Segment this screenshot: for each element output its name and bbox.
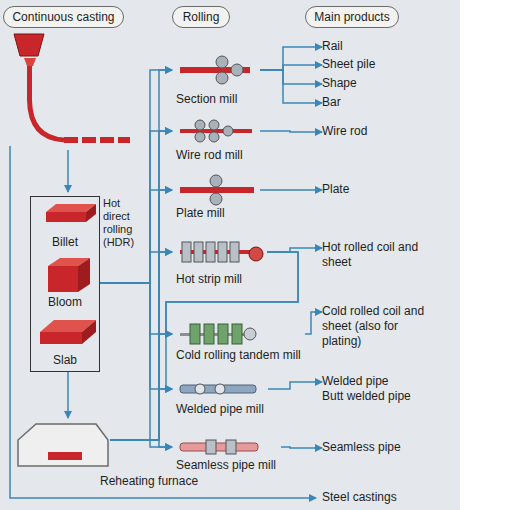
rolling-mill: Cold rolling tandem mill	[172, 318, 305, 362]
node-label: Steel castings	[322, 490, 422, 505]
flow-connector	[110, 334, 172, 440]
product: Bar	[322, 95, 412, 110]
process-note: Hot direct rolling (HDR)	[103, 197, 143, 249]
flow-connector	[110, 70, 172, 440]
product: Plate	[322, 182, 412, 197]
flow-connector	[260, 189, 322, 191]
node-label: Reheating furnace	[100, 474, 198, 488]
wire-rod-mill	[180, 120, 252, 142]
flow-connector	[100, 131, 172, 283]
flow-connector	[260, 70, 322, 84]
node-label: Cold rolling tandem mill	[176, 348, 301, 362]
flow-connector	[166, 252, 298, 334]
semi-product-box: Hot direct rolling (HDR)BilletBloomSlab	[30, 196, 100, 372]
node-label: Hot strip mill	[176, 272, 242, 286]
node-label: Bloom	[48, 295, 82, 309]
node-label: Hot rolled coil and sheet	[322, 240, 422, 270]
caster	[10, 34, 316, 498]
node-label: Wire rod mill	[176, 148, 243, 162]
node-label: Welded pipe	[322, 374, 440, 389]
flow-connector	[281, 447, 322, 448]
section-mill	[180, 56, 250, 84]
flow-connector	[260, 47, 322, 70]
header-pill: Main products	[305, 6, 399, 28]
node-label: Plate mill	[176, 206, 225, 220]
header-pill: Rolling	[172, 6, 230, 28]
rolling-mill: Wire rod mill	[172, 120, 260, 162]
welded-pipe-mill	[180, 384, 256, 394]
flow-connector	[100, 283, 172, 447]
node-label: Wire rod	[322, 124, 412, 139]
product: Sheet pile	[322, 57, 412, 72]
semi-product: Slab	[33, 315, 97, 367]
node-label: Bar	[322, 95, 412, 110]
node-label: Sheet pile	[322, 57, 412, 72]
flow-connector	[166, 252, 298, 389]
node-label: Welded pipe mill	[176, 402, 264, 416]
product: Welded pipeButt welded pipe	[322, 374, 440, 404]
product: Shape	[322, 76, 412, 91]
semi-product: Billet	[33, 201, 97, 249]
product: Rail	[322, 39, 412, 54]
flow-connector	[100, 190, 172, 283]
node-label: Plate	[322, 182, 412, 197]
node-label: Seamless pipe mill	[176, 458, 276, 472]
product: Steel castings	[322, 490, 422, 505]
column-heading: Main products	[314, 10, 389, 24]
flow-connector	[100, 283, 172, 334]
plate-mill	[180, 175, 254, 205]
node-label: Shape	[322, 76, 412, 91]
furnace-box: Reheating furnace	[15, 418, 110, 468]
furnace	[18, 424, 108, 466]
hot-strip-mill	[180, 242, 263, 262]
node-label: Cold rolled coil and sheet (also for pla…	[322, 304, 440, 349]
node-label: Slab	[53, 353, 77, 367]
flow-connector	[110, 252, 172, 440]
semi-products	[40, 204, 96, 344]
flow-connector	[260, 131, 322, 132]
product: Hot rolled coil and sheet	[322, 240, 422, 270]
flow-connector	[100, 70, 172, 283]
node-label: Seamless pipe	[322, 440, 422, 455]
rolling-mill: Seamless pipe mill	[172, 436, 281, 472]
node-label: Rail	[322, 39, 412, 54]
column-heading: Rolling	[183, 10, 220, 24]
product: Cold rolled coil and sheet (also for pla…	[322, 304, 440, 349]
flow-connector	[100, 252, 172, 283]
product: Seamless pipe	[322, 440, 422, 455]
product: Wire rod	[322, 124, 412, 139]
column-heading: Continuous casting	[12, 10, 114, 24]
node-label: Billet	[52, 235, 78, 249]
rolling-mill: Plate mill	[172, 180, 260, 220]
node-label: Section mill	[176, 92, 237, 106]
flow-connector	[67, 372, 69, 418]
cold-tandem-mill	[180, 324, 256, 344]
rolling-mill: Section mill	[172, 58, 260, 106]
flow-connector	[268, 382, 322, 389]
rolling-mill: Welded pipe mill	[172, 378, 268, 416]
semi-product: Bloom	[33, 257, 97, 309]
rolling-mill: Hot strip mill	[172, 238, 267, 286]
flow-connector	[100, 283, 172, 389]
flow-connector	[110, 440, 172, 447]
flow-connector	[260, 70, 322, 103]
flow-connector	[305, 312, 322, 334]
flow-connector	[110, 389, 172, 440]
seamless-pipe-mill	[180, 440, 258, 454]
flow-connector	[110, 131, 172, 440]
header-pill: Continuous casting	[3, 6, 124, 28]
node-label: Butt welded pipe	[322, 389, 440, 404]
